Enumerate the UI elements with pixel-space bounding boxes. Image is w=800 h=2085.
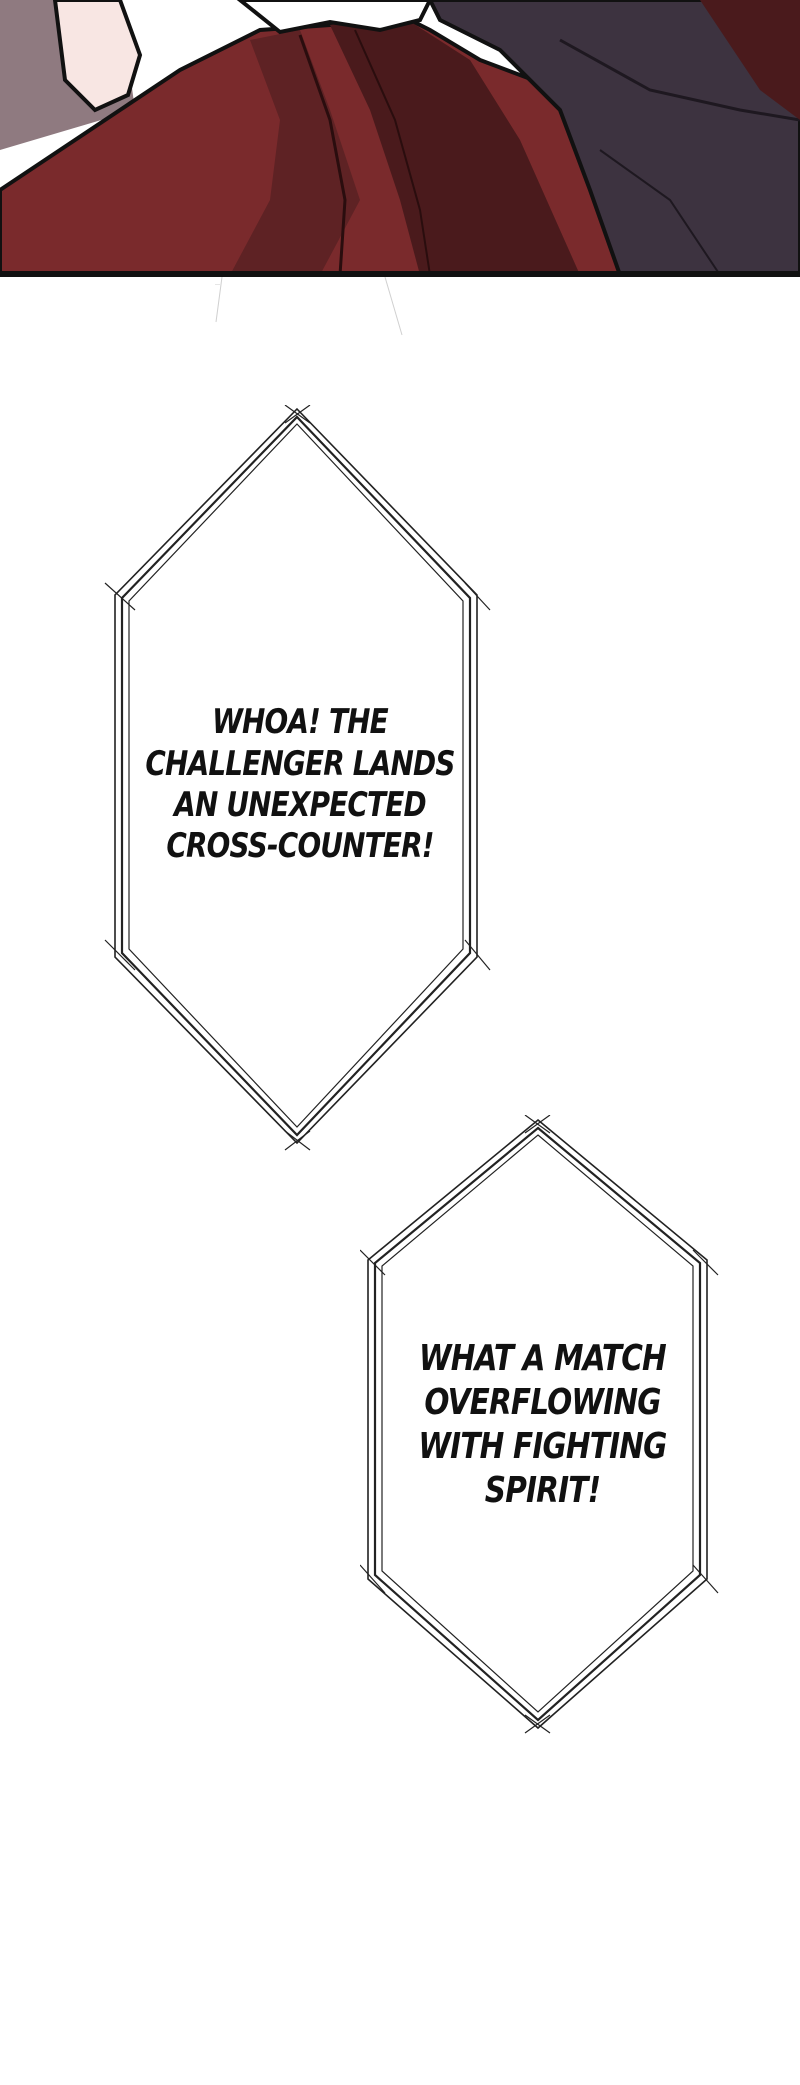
bubble-1-line-2: CHALLENGER LANDS: [145, 743, 455, 784]
panel-border: [0, 271, 800, 277]
bubble-1-line-3: AN UNEXPECTED: [174, 785, 426, 825]
bubble-2-line-2: OVERFLOWING: [424, 1382, 661, 1424]
white-collar: [236, 0, 433, 35]
bubble-1-line-4: CROSS-COUNTER!: [166, 826, 434, 867]
red-cloth-fold: [230, 30, 360, 275]
red-cloth-shadow: [330, 15, 580, 275]
bubble-1-text: WHOA! THE CHALLENGER LANDS AN UNEXPECTED…: [136, 405, 464, 1165]
bubble-2-line-3: WITH FIGHTING: [418, 1426, 667, 1467]
bubble-1-line-1: WHOA! THE: [212, 702, 389, 743]
art-panel: [0, 0, 800, 285]
hexagon-bubble-outline: [360, 1115, 719, 1734]
skin-arm: [52, 0, 143, 113]
purple-fold-line: [599, 149, 721, 276]
dark-purple-cloth: [427, 0, 800, 277]
hexagon-bubble-outline: [104, 405, 491, 1151]
bubble-2-line-1: WHAT A MATCH: [419, 1338, 667, 1380]
speech-bubble-2: WHAT A MATCH OVERFLOWING WITH FIGHTING S…: [360, 1115, 725, 1735]
stray-lines: [215, 277, 403, 336]
dark-red-accent: [700, 0, 800, 120]
bubble-2-text: WHAT A MATCH OVERFLOWING WITH FIGHTING S…: [393, 1115, 692, 1735]
speech-bubble-1: WHOA! THE CHALLENGER LANDS AN UNEXPECTED…: [100, 405, 500, 1165]
bubble-2-line-4: SPIRIT!: [484, 1469, 601, 1511]
cloth-fold-line: [298, 34, 347, 276]
purple-fold-line: [559, 38, 800, 122]
cloth-fold-line: [354, 29, 431, 276]
